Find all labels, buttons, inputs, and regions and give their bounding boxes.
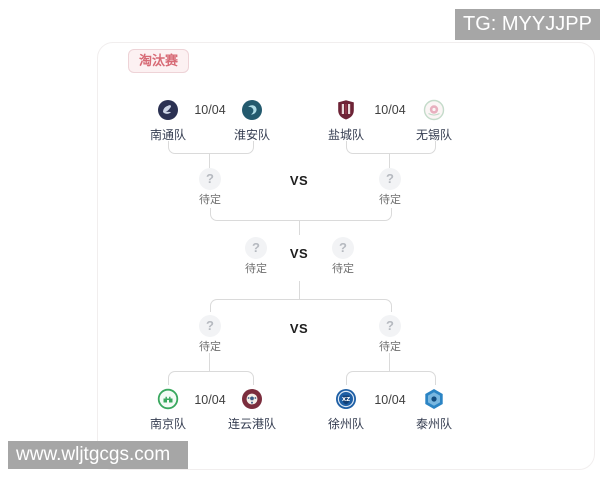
tbd-label: 待定 [379,194,401,206]
team-huaian: 淮安队 [220,99,284,142]
bracket-connector [346,141,436,154]
team-name: 南通队 [149,128,186,142]
tbd-label: 待定 [379,341,401,353]
tbd-slot: ? 待定 [180,315,240,354]
question-icon: ? [379,168,401,190]
match-date: 10/04 [374,103,406,117]
team-name: 徐州队 [327,417,364,431]
team-xuzhou: XZ 徐州队 [314,388,378,431]
question-icon: ? [199,315,221,337]
wuxi-logo-icon [423,99,445,121]
bracket-connector [299,220,301,235]
lianyungang-logo-icon [241,388,263,410]
question-icon: ? [199,168,221,190]
team-lianyungang: 连云港队 [220,388,284,431]
question-icon: ? [332,237,354,259]
team-nantong: 南通队 [136,99,200,142]
match-date: 10/04 [194,393,226,407]
bracket-connector [168,141,254,154]
bracket-connector [168,371,254,385]
vs-label: VS [289,246,309,261]
team-taizhou: 泰州队 [402,388,466,431]
team-name: 盐城队 [327,128,364,142]
match-date: 10/04 [194,103,226,117]
bracket-connector [346,371,436,385]
taizhou-logo-icon [423,388,445,410]
vs-label: VS [289,321,309,336]
team-name: 连云港队 [227,417,276,431]
watermark-telegram: TG: MYYJJPP [455,9,600,40]
xuzhou-logo-icon: XZ [335,388,357,410]
tbd-slot: ? 待定 [180,168,240,207]
stage-badge[interactable]: 淘汰赛 [128,49,190,73]
yancheng-logo-icon [335,99,357,121]
team-yancheng: 盐城队 [314,99,378,142]
tbd-slot: ? 待定 [360,168,420,207]
tbd-label: 待定 [199,341,221,353]
team-name: 南京队 [149,417,186,431]
team-name: 泰州队 [415,417,452,431]
nanjing-logo-icon [157,388,179,410]
team-nanjing: 南京队 [136,388,200,431]
bracket-connector [209,153,211,168]
tbd-slot: ? 待定 [226,237,286,276]
bracket-connector [389,153,391,168]
question-icon: ? [379,315,401,337]
tbd-label: 待定 [332,263,354,275]
match-date: 10/04 [374,393,406,407]
team-name: 淮安队 [233,128,270,142]
svg-text:XZ: XZ [342,397,350,403]
tbd-slot: ? 待定 [360,315,420,354]
team-name: 无锡队 [415,128,452,142]
question-icon: ? [245,237,267,259]
vs-label: VS [289,173,309,188]
nantong-logo-icon [157,99,179,121]
bracket-connector [210,299,392,312]
bracket-connector [389,353,391,371]
bracket-connector [209,353,211,371]
tbd-label: 待定 [199,194,221,206]
huaian-logo-icon [241,99,263,121]
tbd-slot: ? 待定 [313,237,373,276]
bracket-connector [210,208,392,221]
tbd-label: 待定 [245,263,267,275]
watermark-website: www.wljtgcgs.com [8,441,188,469]
team-wuxi: 无锡队 [402,99,466,142]
bracket-connector [299,281,301,299]
